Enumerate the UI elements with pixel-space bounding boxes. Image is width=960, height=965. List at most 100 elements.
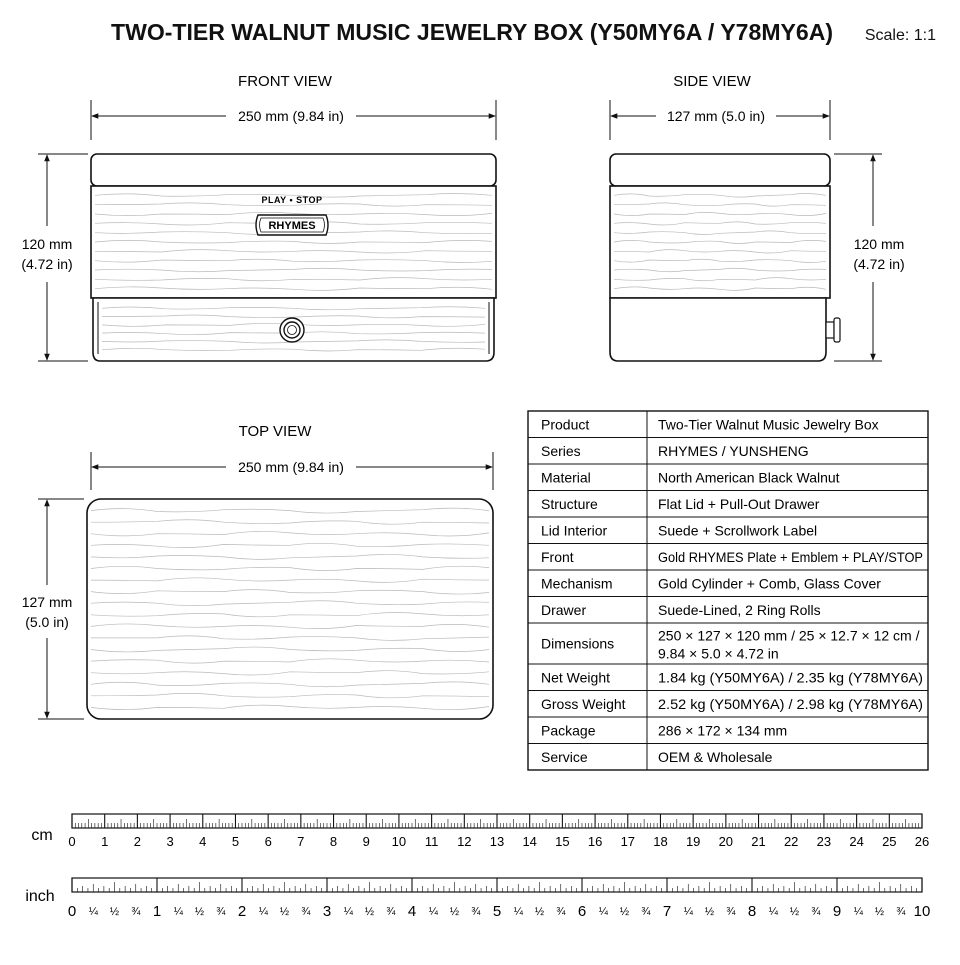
inch-fraction: ¼ xyxy=(259,906,269,918)
spec-key: Material xyxy=(541,469,591,485)
cm-ruler-label: cm xyxy=(31,827,52,844)
inch-number: 6 xyxy=(578,903,586,920)
cm-number: 1 xyxy=(101,834,108,849)
inch-fraction: ¼ xyxy=(344,906,354,918)
spec-key: Lid Interior xyxy=(541,522,607,538)
cm-number: 6 xyxy=(265,834,272,849)
front-width-dimension: 250 mm (9.84 in) xyxy=(238,108,344,124)
wood-grain-line xyxy=(94,202,493,207)
top-wood-grain xyxy=(90,507,490,711)
wood-grain-line xyxy=(90,670,490,676)
inch-fraction: ½ xyxy=(195,906,204,918)
front-lid xyxy=(90,153,497,187)
inch-fraction: ½ xyxy=(705,906,714,918)
rhymes-plate-text: RHYMES xyxy=(268,220,315,232)
inch-fraction: ¼ xyxy=(429,906,439,918)
wood-grain-line xyxy=(90,635,490,641)
cm-number: 5 xyxy=(232,834,239,849)
inch-fraction: ¾ xyxy=(726,906,736,918)
inch-fraction: ¾ xyxy=(216,906,226,918)
wood-grain-line xyxy=(613,258,827,263)
wood-grain-line xyxy=(90,531,490,537)
inch-fraction: ¾ xyxy=(556,906,566,918)
spec-value-line2: 9.84 × 5.0 × 4.72 in xyxy=(658,646,779,662)
inch-fraction: ½ xyxy=(280,906,289,918)
wood-grain-line xyxy=(90,519,490,525)
inch-fraction: ¾ xyxy=(471,906,481,918)
cm-number: 9 xyxy=(363,834,370,849)
cm-number: 4 xyxy=(199,834,206,849)
inch-ruler-ticks xyxy=(71,878,923,892)
inch-fraction: ¼ xyxy=(684,906,694,918)
spec-key: Structure xyxy=(541,496,598,512)
spec-key: Dimensions xyxy=(541,636,614,652)
cm-number: 15 xyxy=(555,834,569,849)
cm-number: 25 xyxy=(882,834,896,849)
cm-number: 12 xyxy=(457,834,471,849)
cm-number: 13 xyxy=(490,834,504,849)
inch-fraction: ½ xyxy=(875,906,884,918)
wood-grain-line xyxy=(90,704,490,711)
cm-number: 22 xyxy=(784,834,798,849)
spec-key: Series xyxy=(541,443,581,459)
cm-number: 7 xyxy=(297,834,304,849)
inch-fraction: ¾ xyxy=(386,906,396,918)
inch-fraction: ½ xyxy=(450,906,459,918)
side-lid xyxy=(609,153,831,187)
inch-fraction: ¼ xyxy=(599,906,609,918)
wood-grain-line xyxy=(94,240,493,244)
spec-key: Drawer xyxy=(541,602,586,618)
top-width-dimension: 250 mm (9.84 in) xyxy=(238,459,344,475)
cm-number: 10 xyxy=(392,834,406,849)
wood-grain-line xyxy=(613,249,827,254)
inch-number: 8 xyxy=(748,903,756,920)
wood-grain-line xyxy=(94,267,493,273)
front-wood-grain xyxy=(94,193,493,291)
side-wood-grain xyxy=(613,193,827,291)
cm-number: 11 xyxy=(425,834,439,849)
wood-grain-line xyxy=(101,314,486,319)
spec-value: Suede-Lined, 2 Ring Rolls xyxy=(658,602,821,618)
wood-grain-line xyxy=(90,693,490,699)
wood-grain-line xyxy=(90,658,490,664)
cm-number: 26 xyxy=(915,834,929,849)
inch-fraction: ¼ xyxy=(89,906,99,918)
inch-number: 7 xyxy=(663,903,671,920)
side-width-dimension: 127 mm (5.0 in) xyxy=(667,108,765,124)
spec-value: OEM & Wholesale xyxy=(658,749,773,765)
wood-grain-line xyxy=(613,193,827,198)
cm-number: 23 xyxy=(817,834,831,849)
inch-number: 1 xyxy=(153,903,161,920)
spec-value: 1.84 kg (Y50MY6A) / 2.35 kg (Y78MY6A) xyxy=(658,669,923,685)
wood-grain-line xyxy=(90,612,490,618)
spec-value: North American Black Walnut xyxy=(658,469,840,485)
wood-grain-line xyxy=(90,542,490,548)
inch-fraction: ½ xyxy=(365,906,374,918)
wood-grain-line xyxy=(94,212,493,216)
wood-grain-line xyxy=(613,267,827,273)
page-title: TWO-TIER WALNUT MUSIC JEWELRY BOX (Y50MY… xyxy=(111,19,833,45)
cm-number: 17 xyxy=(621,834,635,849)
wood-grain-line xyxy=(90,623,490,629)
winding-key-icon[interactable] xyxy=(825,317,841,343)
spec-value: Gold Cylinder + Comb, Glass Cover xyxy=(658,575,881,591)
inch-fraction: ¼ xyxy=(854,906,864,918)
front-height-dimension-mm: 120 mm xyxy=(22,236,73,252)
wood-grain-line xyxy=(94,249,493,254)
wood-grain-line xyxy=(90,646,490,653)
spec-key: Front xyxy=(541,549,574,565)
front-view-label: FRONT VIEW xyxy=(238,73,333,90)
wood-grain-line xyxy=(101,306,486,311)
inch-fraction: ¾ xyxy=(641,906,651,918)
side-upper-tier xyxy=(609,185,831,299)
drawer-knob-icon[interactable] xyxy=(279,317,305,343)
cm-number: 24 xyxy=(849,834,863,849)
spec-value: Suede + Scrollwork Label xyxy=(658,522,817,538)
wood-grain-line xyxy=(90,600,490,607)
spec-value: 250 × 127 × 120 mm / 25 × 12.7 × 12 cm / xyxy=(658,628,920,644)
scale-label: Scale: 1:1 xyxy=(865,27,936,44)
inch-number: 4 xyxy=(408,903,416,920)
